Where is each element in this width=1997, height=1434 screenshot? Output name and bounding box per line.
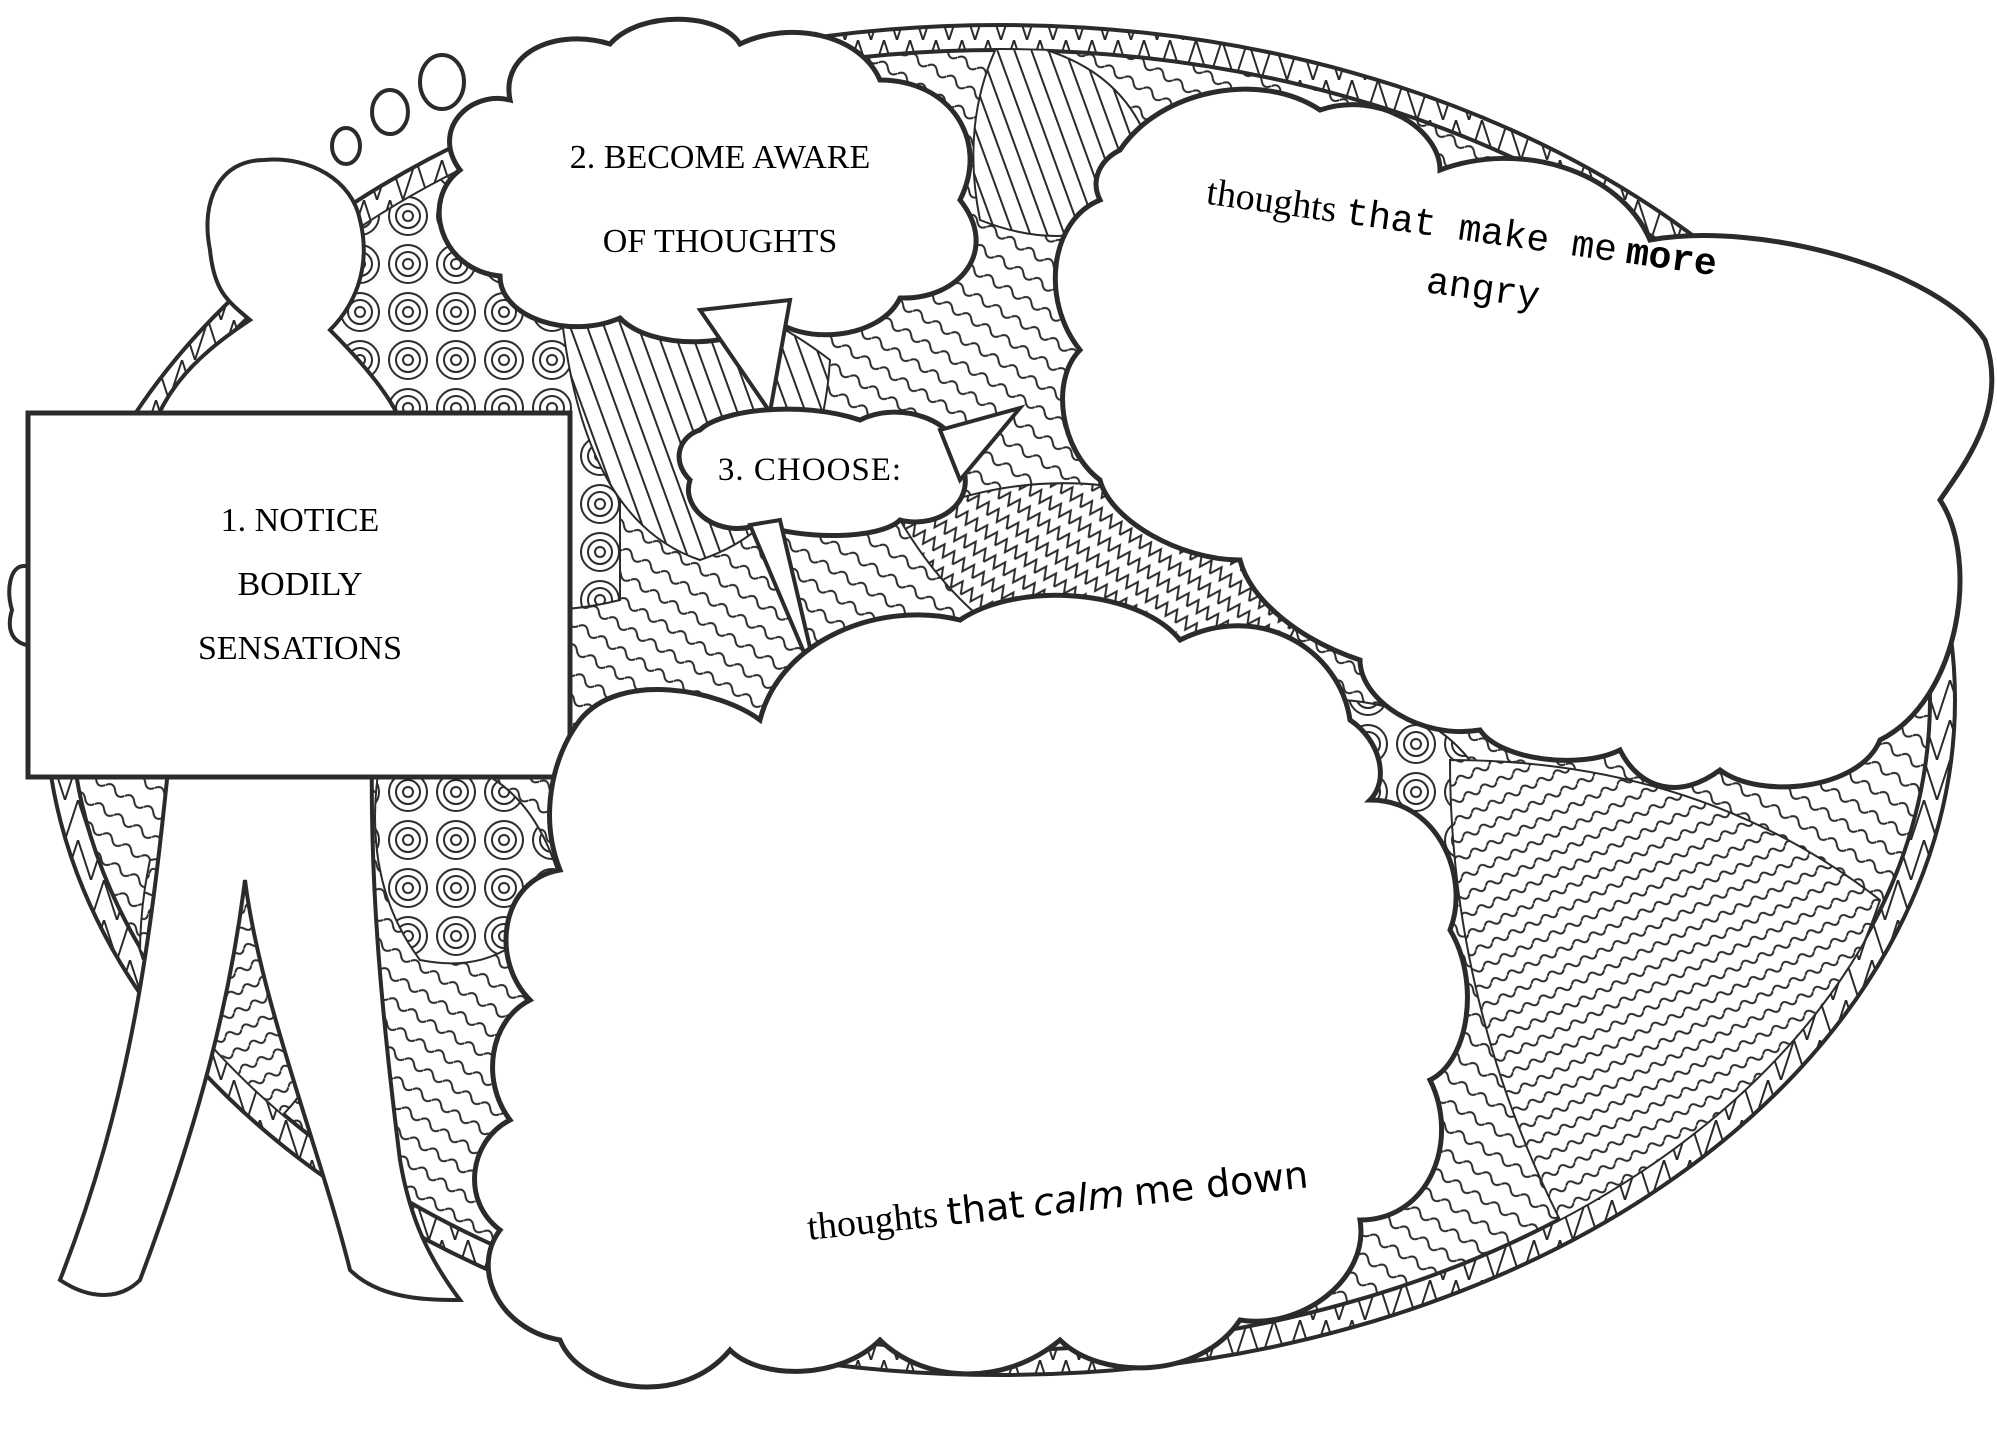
calm-thoughts-cloud — [472, 592, 1470, 1390]
aware-cloud-tail — [696, 297, 793, 418]
angry-thoughts-cloud — [1052, 86, 1995, 790]
aware-cloud-text: 2. BECOME AWARE OF THOUGHTS — [440, 110, 1000, 290]
aware-line-2: OF THOUGHTS — [602, 223, 838, 260]
person-legs — [57, 748, 464, 1303]
notice-line-1: 1. NOTICE — [220, 502, 380, 539]
aware-thought-cloud — [436, 16, 979, 345]
choose-speech-bubble — [676, 406, 968, 539]
aware-line-1: 2. BECOME AWARE — [569, 139, 871, 176]
notice-line-3: SENSATIONS — [197, 630, 403, 667]
choose-pointer-calm — [747, 517, 822, 691]
notice-sign-box — [25, 410, 573, 780]
calm-word-calm: calm — [1030, 1171, 1127, 1226]
calm-word-that: that — [944, 1182, 1026, 1235]
thought-trail-bubbles — [330, 53, 466, 166]
notice-line-2: BODILY — [237, 566, 363, 603]
angry-word-more: more — [1623, 231, 1720, 288]
choose-pointer-angry — [937, 404, 1026, 484]
notice-sign-text: 1. NOTICE BODILY SENSATIONS — [30, 420, 570, 750]
choose-label: 3. CHOOSE: — [717, 451, 903, 488]
